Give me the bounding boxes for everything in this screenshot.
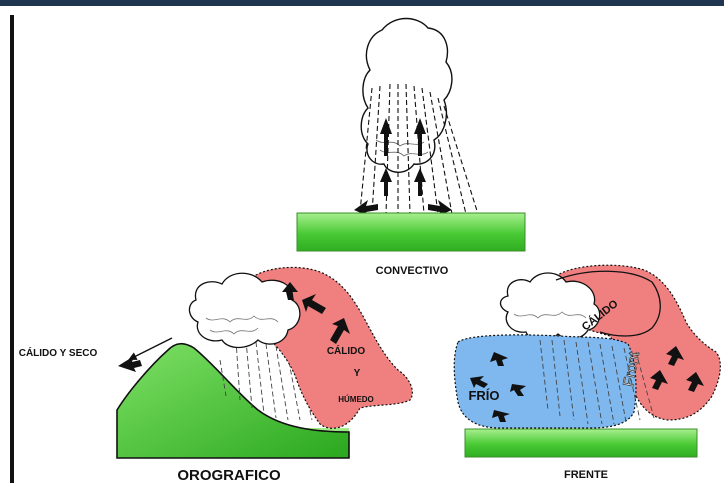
- label-convectivo: CONVECTIVO: [376, 265, 449, 277]
- dry-wind-arrow: [118, 356, 142, 372]
- convective-ground: [297, 213, 525, 251]
- label-y: Y: [354, 368, 361, 379]
- label-humedo: HÚMEDO: [338, 395, 374, 404]
- left-bar: [10, 15, 14, 483]
- orographic-panel: CÁLIDO Y SECO CÁLIDO Y HÚMEDO OROGRAFICO: [19, 267, 413, 483]
- frontal-ground: [465, 429, 697, 457]
- top-border: [0, 0, 724, 6]
- label-frio: FRÍO: [468, 388, 499, 403]
- label-calido-y-seco: CÁLIDO Y SECO: [19, 346, 98, 359]
- orographic-cloud: [189, 273, 299, 347]
- convective-panel: CONVECTIVO: [297, 19, 525, 278]
- label-calido-orografico: CÁLIDO: [327, 344, 366, 357]
- label-frente: FRENTE: [564, 469, 608, 481]
- frontal-panel: FRÍO CÁLIDO Front FRENTE: [454, 265, 720, 481]
- label-orografico: OROGRAFICO: [177, 467, 281, 483]
